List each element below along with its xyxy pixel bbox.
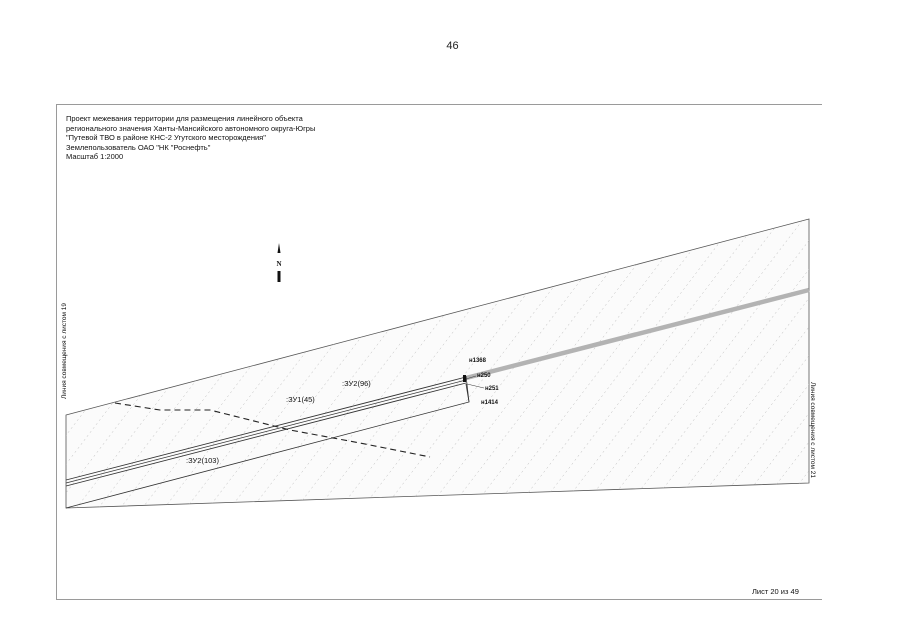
- hatch-line: [844, 200, 905, 540]
- hatch-line: [535, 219, 797, 508]
- existing-pipeline: [465, 287, 810, 381]
- hatch-line: [513, 219, 775, 508]
- point-label-n1414: н1414: [481, 400, 499, 406]
- north-arrow-icon: N: [276, 243, 282, 282]
- pipeline-line-lower: [65, 382, 467, 487]
- hatch-line: [0, 200, 4, 540]
- hatch-line: [799, 219, 809, 508]
- hatch-line: [888, 200, 905, 540]
- scale-line: Масштаб 1:2000: [66, 152, 124, 162]
- hatch-line: [491, 219, 753, 508]
- title-line-3: "Путевой ТВО в районе КНС-2 Угутского ме…: [66, 133, 266, 143]
- parcel-label-zu2-103: :ЗУ2(103): [186, 456, 219, 465]
- hatch-line: [579, 219, 809, 508]
- hatch-line: [667, 219, 809, 508]
- point-label-n1368: н1368: [469, 358, 487, 364]
- parcel-label-zu2-96: :ЗУ2(96): [342, 379, 371, 388]
- parcel-zu1-end-line: [465, 375, 470, 403]
- sheet-number: Лист 20 из 49: [752, 587, 799, 596]
- pipeline-line-middle: [65, 379, 467, 484]
- hatch-line: [733, 219, 809, 508]
- hatch-line: [66, 219, 71, 508]
- title-block: Проект межевания территории для размещен…: [66, 114, 315, 162]
- hatch-line: [645, 219, 809, 508]
- hatch-line: [557, 219, 809, 508]
- match-line-left-label: Линия совмещения с листом 19: [61, 303, 68, 399]
- node-n1368-marker: [463, 375, 466, 382]
- hatch-line: [689, 219, 809, 508]
- hatch-line: [866, 200, 905, 540]
- leader-n251: [466, 383, 485, 389]
- hatch-line: [711, 219, 809, 508]
- hatch-line: [601, 219, 809, 508]
- title-line-1: Проект межевания территории для размещен…: [66, 114, 303, 123]
- hatch-line: [0, 200, 48, 540]
- leader-n250: [465, 375, 477, 380]
- hatch-line: [623, 219, 809, 508]
- parcel-label-zu1-45: :ЗУ1(45): [286, 395, 315, 404]
- land-user-line: Землепользователь ОАО "НК "Роснефть": [66, 142, 211, 152]
- hatch-line: [822, 200, 905, 540]
- point-label-n251: н251: [485, 386, 499, 392]
- page-number: 46: [446, 40, 459, 52]
- point-label-n250: н250: [477, 373, 491, 379]
- corridor-band: [65, 218, 810, 509]
- match-line-right-label: Линия совмещения с листом 21: [809, 382, 816, 478]
- drawing-frame: [56, 104, 822, 600]
- parcel-dashed-boundary: [114, 402, 431, 458]
- hatch-line: [0, 200, 26, 540]
- pipeline-line-upper: [65, 376, 467, 481]
- title-line-2: регионального значения Ханты-Мансийского…: [66, 123, 316, 133]
- north-arrow-label: N: [276, 260, 281, 268]
- hatch-line: [469, 219, 731, 508]
